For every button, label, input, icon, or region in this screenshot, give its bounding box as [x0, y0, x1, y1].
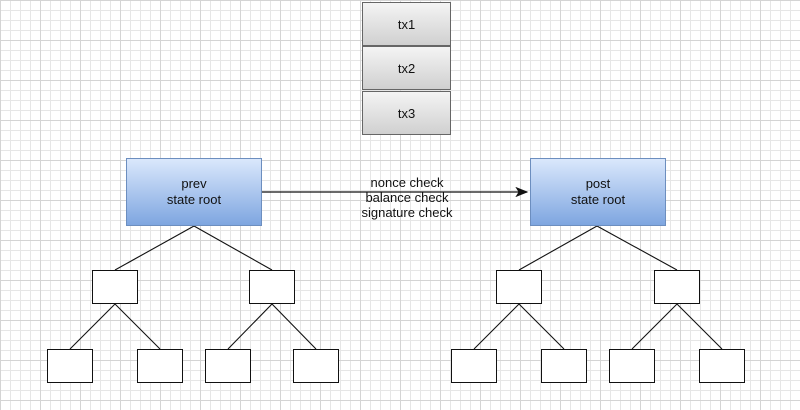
post-state-root[interactable]: post state root: [530, 158, 666, 226]
prev-tree-leaf-4[interactable]: [293, 349, 339, 383]
tree-edge: [518, 303, 565, 350]
balance-check-label: balance check: [365, 190, 449, 205]
tree-edge: [114, 303, 161, 350]
post-tree-leaf-2[interactable]: [541, 349, 587, 383]
prev-tree-leaf-3[interactable]: [205, 349, 251, 383]
tree-edge: [227, 303, 273, 350]
post-tree-leaf-4[interactable]: [699, 349, 745, 383]
tree-edge: [69, 303, 116, 350]
signature-check-label: signature check: [361, 205, 453, 220]
tx-box-3[interactable]: tx3: [362, 91, 451, 135]
post-tree-leaf-1[interactable]: [451, 349, 497, 383]
tree-edge: [518, 225, 598, 271]
prev-state-root-label-line2: state root: [166, 192, 222, 207]
tree-edge: [473, 303, 520, 350]
post-tree-leaf-3[interactable]: [609, 349, 655, 383]
prev-state-root-label-line1: prev: [181, 176, 207, 191]
tx-box-2[interactable]: tx2: [362, 46, 451, 90]
prev-tree-node-l1-left[interactable]: [92, 270, 138, 304]
prev-tree-node-l1-right[interactable]: [249, 270, 295, 304]
tree-edge: [631, 303, 678, 350]
tree-edge: [596, 225, 678, 271]
tree-edge: [114, 225, 195, 271]
post-tree-node-l1-right[interactable]: [654, 270, 700, 304]
tx-box-1[interactable]: tx1: [362, 2, 451, 46]
prev-state-root[interactable]: prev state root: [126, 158, 262, 226]
transition-checks-label: nonce check balance check signature chec…: [340, 175, 474, 220]
tree-edge: [271, 303, 317, 350]
post-state-root-label-line2: state root: [570, 192, 626, 207]
post-state-root-label-line1: post: [585, 176, 611, 191]
prev-tree-leaf-2[interactable]: [137, 349, 183, 383]
tree-edge: [676, 303, 723, 350]
nonce-check-label: nonce check: [370, 175, 444, 190]
tree-edge: [193, 225, 273, 271]
prev-tree-leaf-1[interactable]: [47, 349, 93, 383]
post-tree-node-l1-left[interactable]: [496, 270, 542, 304]
